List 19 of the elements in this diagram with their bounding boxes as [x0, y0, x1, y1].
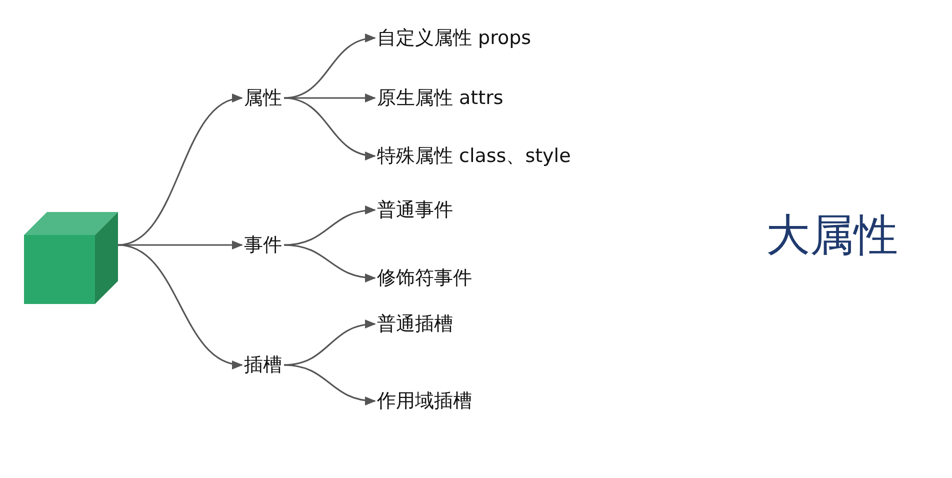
arrow — [284, 320, 376, 366]
node-label: 修饰符事件 — [377, 266, 472, 290]
arrow — [284, 97, 376, 160]
arrow — [284, 364, 376, 405]
arrow — [284, 94, 376, 102]
node-label: 属性 — [244, 86, 282, 110]
node-label: 事件 — [244, 233, 282, 257]
arrow — [118, 244, 244, 368]
node-label: 普通事件 — [377, 198, 453, 222]
node-label: 自定义属性 props — [377, 26, 532, 50]
node-label: 原生属性 attrs — [377, 86, 504, 110]
node-label: 作用域插槽 — [377, 389, 472, 413]
arrow — [284, 244, 376, 282]
arrow — [118, 240, 244, 250]
node-label: 插槽 — [244, 353, 282, 377]
node-label: 普通插槽 — [377, 312, 453, 336]
title: 大属性 — [766, 209, 898, 263]
node-label: 特殊属性 class、style — [377, 144, 571, 168]
arrow — [284, 206, 376, 246]
